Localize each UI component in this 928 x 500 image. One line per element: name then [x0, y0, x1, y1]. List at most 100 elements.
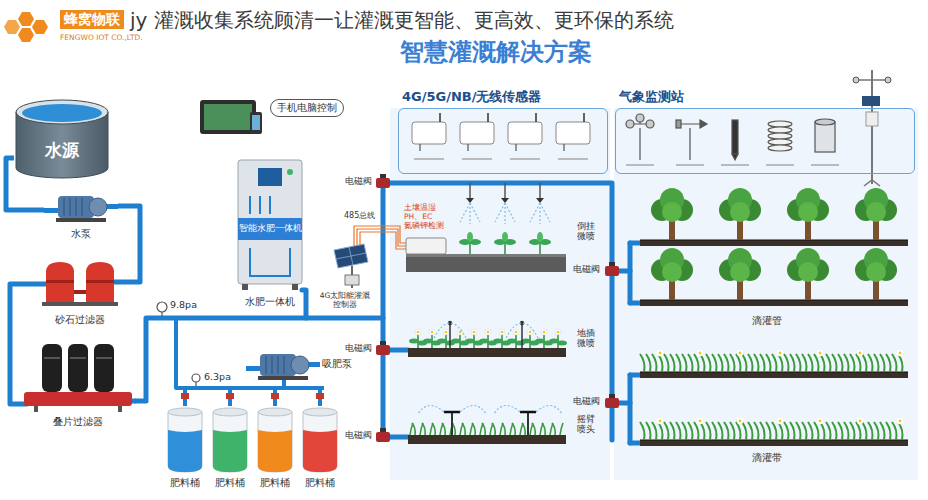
grass-blade [820, 354, 825, 372]
fertilizer-barrel-shape [213, 408, 247, 416]
grass-blade [766, 422, 771, 440]
grass-blade [790, 422, 795, 440]
ground-strip [408, 240, 908, 446]
micro-sprinkler [521, 324, 523, 348]
sensor-device [556, 122, 590, 144]
weather-instrument [676, 164, 704, 166]
grass-blade [754, 354, 759, 372]
fertigation-machine-shape [250, 248, 290, 276]
weather-instrument [732, 120, 738, 154]
fertigation-machine-shape [238, 218, 302, 240]
valve-label: 电磁阀 [345, 430, 372, 441]
drop-valve [181, 393, 324, 399]
solar-controller [334, 244, 368, 288]
grass-blade [742, 422, 747, 440]
grass-blade [880, 354, 885, 372]
tree-canopy [798, 202, 818, 222]
flower-plant [555, 329, 561, 335]
grass-blade [844, 354, 849, 372]
grass-blade [826, 422, 831, 440]
fertigation-machine-label: 水肥一体机 [245, 296, 295, 308]
fertigation-machine: 智能水肥一体机水肥一体机 [228, 158, 312, 312]
grass-blade [700, 422, 705, 440]
banner-watermark: 智慧灌溉解决方案 [400, 38, 592, 67]
grass-blade [898, 422, 903, 440]
fertigation-machine-shape [250, 196, 270, 214]
flower-plant [529, 331, 532, 334]
solenoid-valve [380, 428, 386, 432]
water-tank-shape [16, 100, 108, 124]
flower-plant [429, 329, 435, 335]
drop-valve [271, 393, 279, 399]
ground-strip [640, 372, 908, 378]
grass-blade [652, 422, 657, 440]
pressure-gauge [192, 374, 200, 382]
grass-blade [730, 354, 735, 372]
controller-label: 4G太阳能灌溉控制器 [316, 291, 374, 309]
flower-plant [543, 331, 546, 334]
weather-instrument [721, 164, 749, 166]
weather-instrument [732, 154, 738, 160]
water-tank-shape [22, 104, 102, 122]
fertilizer-barrel-shape [213, 412, 247, 472]
grass-blade [832, 422, 837, 440]
flower [739, 420, 742, 423]
fertilizer-barrel: 肥料桶 [252, 404, 298, 492]
flower-plant [485, 329, 491, 335]
flower [897, 418, 903, 424]
grass-blade [808, 422, 813, 440]
flower [659, 352, 662, 355]
grass-blade [874, 422, 879, 440]
weather-mast [853, 70, 891, 186]
solenoid-valve [605, 266, 619, 276]
sensor-device [412, 113, 590, 160]
sensor-label: 氮磷钾检测 [404, 221, 444, 230]
grass-blade [718, 354, 723, 372]
grass-blade [838, 354, 843, 372]
logo-icon [4, 20, 20, 34]
grass-blade [844, 422, 849, 440]
grass-blade [868, 422, 873, 440]
tablet-control [250, 112, 262, 134]
sensor-device [412, 122, 446, 144]
grass-blade [670, 354, 675, 372]
fertilizer-pump-label: 吸肥泵 [322, 358, 352, 370]
grass-blade [802, 422, 807, 440]
sand-filter-label: 砂石过滤器 [55, 314, 105, 326]
spray [434, 323, 466, 338]
grass-blade [640, 354, 645, 372]
disc-filter: 叠片过滤器 [20, 340, 136, 432]
rocker-sprinkler [444, 411, 460, 414]
fertilizer-pipe [282, 380, 286, 388]
grass-blade [552, 423, 555, 435]
solenoid-valve [376, 345, 390, 355]
grass-blade [712, 354, 717, 372]
water-pump-shape [89, 198, 107, 216]
bus-label: 485总线 [344, 211, 375, 221]
fertilizer-pump-shape [246, 366, 262, 371]
fertigation-machine-shape [287, 169, 293, 175]
grass-blade [472, 423, 475, 435]
panel-heading: 气象监测站 [619, 89, 684, 105]
drip-label: 滴灌带 [752, 452, 782, 463]
pressure-gauge [157, 302, 167, 312]
solar-controller [345, 275, 359, 285]
grass-blade [814, 422, 819, 440]
grass-blade [760, 354, 765, 372]
weather-instrument [636, 114, 644, 122]
weather-instrument [815, 119, 835, 125]
water-pump: 水泵 [44, 190, 118, 244]
flower-plant [431, 331, 434, 334]
grass-blade [724, 354, 729, 372]
grass-blade [862, 354, 867, 372]
sand-filter: 砂石过滤器 [28, 258, 132, 330]
grass-blade [760, 422, 765, 440]
drip-line [640, 240, 908, 440]
spray [495, 203, 515, 224]
grass-blade [688, 354, 693, 372]
weather-instrument [626, 114, 839, 166]
tablet-control [200, 100, 262, 134]
flower-plant [445, 331, 448, 334]
water-pump-shape [44, 208, 60, 213]
